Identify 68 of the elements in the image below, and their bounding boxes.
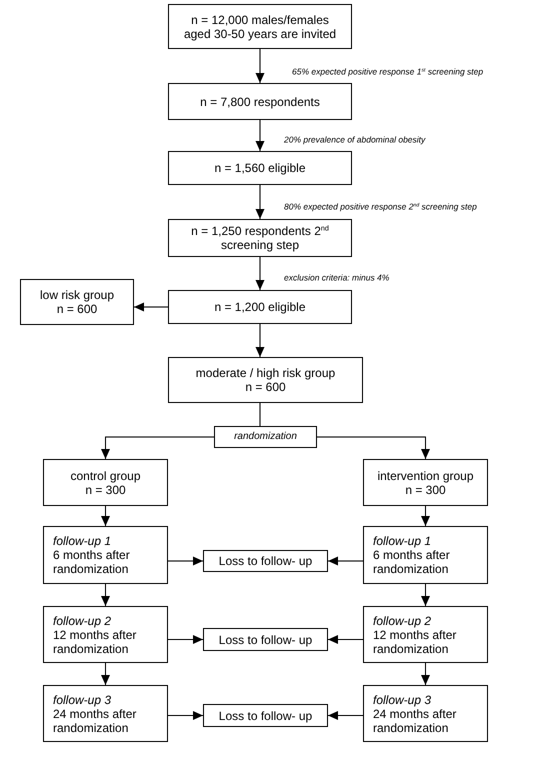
arrow [101,662,110,686]
arrow [168,556,204,566]
box-heading: follow-up 1 [53,534,112,548]
process-box [203,628,328,651]
box-text: 24 months after randomization [373,706,458,734]
box-text: n = 1,200 eligible [214,300,306,314]
arrow [316,436,430,460]
box-text: 12 months after randomization [373,628,458,656]
arrow [421,506,430,526]
box-text: Loss to follow- up [218,632,312,646]
process-box [168,83,352,120]
box-text: moderate / high risk group n = 600 [194,366,336,394]
arrow [421,662,430,686]
arrow [256,256,264,290]
box-heading: follow-up 3 [53,692,112,706]
arrow [256,324,264,358]
box-text: 6 months after randomization [373,548,451,576]
process-box [20,279,134,325]
process-box [43,526,168,584]
box-heading: follow-up 1 [373,534,432,548]
box-text: intervention group n = 300 [376,468,475,496]
box-text: n = 1,560 eligible [214,161,306,175]
box-text: 6 months after randomization [53,548,131,576]
box-heading: follow-up 2 [373,614,432,628]
process-box [363,526,488,584]
process-box [203,704,328,727]
arrow [328,635,364,644]
arrow [134,302,168,312]
edge-label: exclusion criteria: minus 4% [284,272,390,284]
process-box [168,357,363,403]
process-box [168,4,352,49]
box-text: n = 12,000 males/females aged 30-50 years are invited [182,12,338,40]
box-text: control group n = 300 [69,468,142,496]
box-text: randomization [234,430,297,444]
process-box [363,606,488,663]
box-text: 24 months after randomization [53,706,138,734]
process-box [168,290,352,324]
arrow [101,436,214,460]
edge-label: 20% prevalence of abdominal obesity [284,134,426,146]
arrow [256,184,264,220]
process-box [203,550,328,572]
arrow [101,506,110,526]
box-heading: follow-up 3 [373,692,432,706]
process-box [43,685,168,742]
edge-label: 65% expected positive response 1$^{st}$ screening step [292,66,484,78]
box-text: n = 7,800 respondents [200,94,320,108]
process-box [43,459,168,506]
box-text: n = 1,250 respondents 2$^{nd}$ screening step [190,224,330,252]
arrow [328,711,364,720]
process-box [168,151,352,185]
process-box [363,459,488,506]
arrow [328,556,364,566]
box-heading: follow-up 2 [53,614,112,628]
process-box [43,606,168,663]
arrow [168,711,204,720]
arrow [168,635,204,644]
box-text: low risk group n = 600 [38,288,116,316]
box-text: 12 months after randomization [53,628,138,656]
arrow [101,584,110,606]
process-box [363,685,488,742]
arrow [421,584,430,606]
edge-label: 80% expected positive response 2$^{nd}$ screening step [284,202,477,212]
box-text: Loss to follow- up [218,554,312,568]
process-box [168,219,352,257]
arrow [256,120,264,152]
arrow [256,48,264,84]
box-text: Loss to follow- up [218,708,312,722]
process-box [214,426,317,448]
